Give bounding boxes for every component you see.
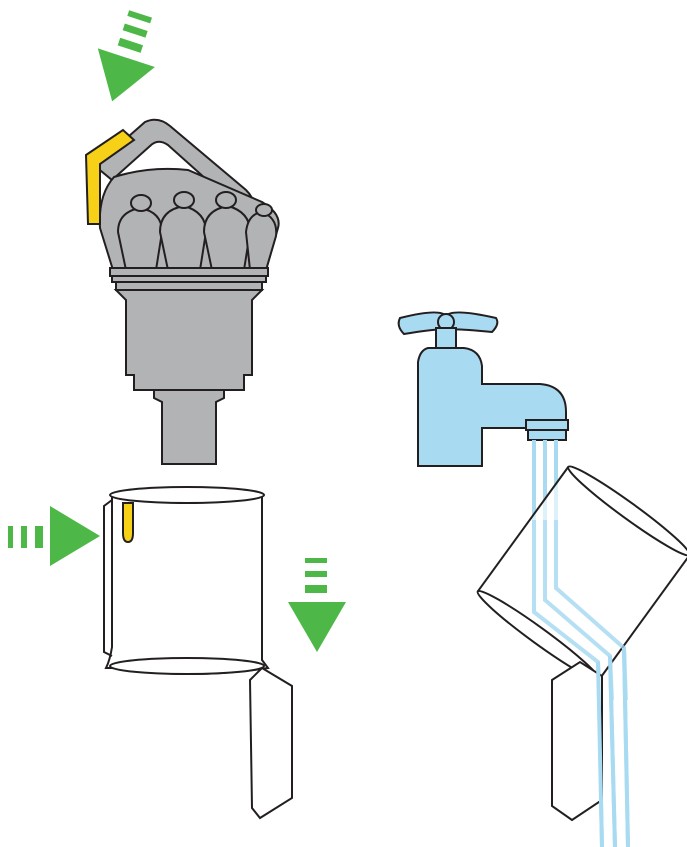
green-arrow-down-icon xyxy=(97,10,155,102)
cyclone-release-latch xyxy=(84,128,136,225)
cyclone-assembly xyxy=(84,118,280,465)
cyclone-body xyxy=(113,289,265,391)
clear-bin-left xyxy=(103,486,293,820)
green-arrow-right-icon xyxy=(8,506,100,566)
clear-bin-rinsing xyxy=(476,465,687,682)
cyclone-lobes xyxy=(116,191,278,271)
tap-body xyxy=(417,347,567,467)
bin-handle-left xyxy=(248,666,293,820)
bin-release-catch xyxy=(122,502,134,544)
bin-handle-right xyxy=(551,660,603,822)
green-arrow-down-icon xyxy=(288,558,346,652)
cyclone-collar xyxy=(109,267,269,277)
clear-bin-top-rim xyxy=(109,486,265,504)
water-tap-icon xyxy=(397,311,569,467)
clear-bin-bottom-rim xyxy=(109,657,265,675)
water-stream-foreground xyxy=(596,647,630,847)
cyclone-shroud-tube xyxy=(153,389,225,465)
